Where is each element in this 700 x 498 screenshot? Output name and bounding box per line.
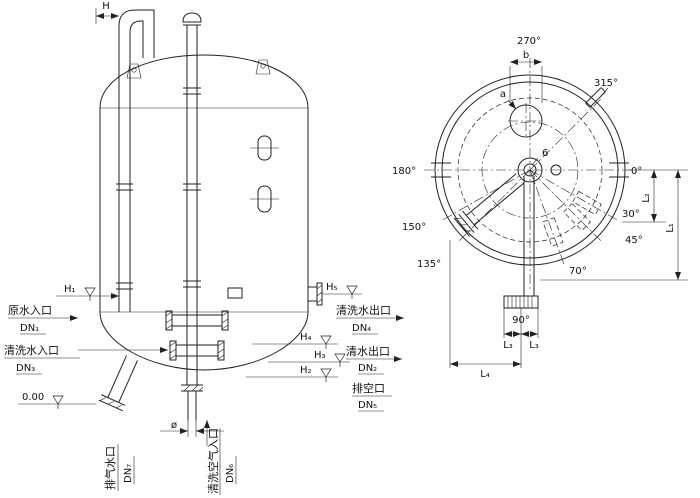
angle-70-label: 70° bbox=[569, 266, 587, 277]
lifting-lugs bbox=[126, 59, 271, 79]
level-zero: 0.00 bbox=[18, 392, 96, 410]
dim-l1-label: L₁ bbox=[665, 223, 676, 233]
angle-270-label: 270° bbox=[517, 36, 541, 47]
plan-view: b a 6 bbox=[392, 36, 688, 380]
vessel-shell bbox=[99, 54, 309, 371]
level-h3: H₃ bbox=[268, 350, 350, 368]
angle-180-label: 180° bbox=[392, 166, 416, 177]
level-h3-label: H₃ bbox=[314, 350, 326, 361]
dim-h-top: H bbox=[95, 1, 119, 24]
level-h4: H₄ bbox=[252, 332, 338, 350]
clean-water-outlet-callout: 清水出口 DN₂ bbox=[346, 344, 402, 375]
front-elevation-view: H H₁ 原水入口 DN₁ 清洗水入口 DN₃ H₅ 清洗水出口 bbox=[4, 1, 404, 495]
drain-callout: 排气水口 DN₇ bbox=[103, 444, 135, 491]
angle-0-label: 0° bbox=[631, 166, 642, 177]
angle-135-label: 135° bbox=[417, 259, 441, 270]
plan-centerlines bbox=[424, 58, 640, 292]
dim-l3: L₃ L₃ bbox=[503, 308, 539, 368]
dim-a: a bbox=[500, 89, 517, 110]
air-inlet-callout: 清洗空气入口 DN₆ bbox=[206, 428, 237, 495]
dim-b-label: b bbox=[523, 50, 529, 61]
vent-dn: DN₅ bbox=[358, 400, 377, 411]
level-h5: H₅ bbox=[322, 282, 362, 300]
handholes bbox=[250, 135, 279, 213]
wash-water-inlet-dn: DN₃ bbox=[16, 363, 35, 374]
bottom-manifold bbox=[165, 310, 229, 420]
dim-l3-left-label: L₃ bbox=[503, 340, 513, 351]
center-note-label: 6 bbox=[542, 148, 548, 159]
clean-water-outlet-dn: DN₂ bbox=[358, 363, 377, 374]
level-h1: H₁ bbox=[56, 284, 119, 302]
center-note: 6 bbox=[531, 148, 548, 166]
angle-45-label: 45° bbox=[625, 235, 643, 246]
angle-labels: 0° 30° 45° 70° 90° 135° 150° 180° 270° 3… bbox=[392, 36, 643, 326]
vent-label: 排空口 bbox=[352, 381, 385, 395]
dim-l4: L₄ bbox=[449, 240, 521, 380]
support-leg bbox=[98, 355, 138, 412]
manhole bbox=[508, 103, 544, 139]
level-h5-label: H₅ bbox=[326, 282, 338, 293]
level-zero-label: 0.00 bbox=[22, 392, 44, 403]
diameter-label: ø bbox=[171, 420, 177, 431]
diameter-dim: ø bbox=[160, 420, 224, 437]
nozzle-315 bbox=[585, 87, 609, 108]
riser-pipe bbox=[116, 9, 155, 312]
raw-water-inlet-label: 原水入口 bbox=[8, 304, 52, 317]
vent-callout: 排空口 DN₅ bbox=[352, 381, 392, 412]
wash-water-outlet-dn: DN₄ bbox=[352, 323, 371, 334]
air-inlet-label: 清洗空气入口 bbox=[206, 428, 220, 494]
level-h4-label: H₄ bbox=[300, 332, 312, 343]
small-nozzle-circle bbox=[550, 164, 562, 176]
rim-lugs bbox=[431, 162, 629, 178]
wash-water-inlet-label: 清洗水入口 bbox=[4, 344, 59, 357]
dim-l4-label: L₄ bbox=[480, 369, 490, 380]
level-h1-label: H₁ bbox=[64, 284, 76, 295]
level-h2-label: H₂ bbox=[300, 365, 312, 376]
angle-315-label: 315° bbox=[594, 78, 618, 89]
level-h2: H₂ bbox=[246, 365, 338, 383]
nameplate bbox=[227, 287, 243, 299]
drain-label: 排气水口 bbox=[103, 446, 117, 490]
wash-water-outlet-label: 清洗水出口 bbox=[336, 303, 391, 317]
angle-30-label: 30° bbox=[622, 209, 640, 220]
dim-l3-right-label: L₃ bbox=[529, 340, 539, 351]
wash-water-outlet-callout: 清洗水出口 DN₄ bbox=[336, 303, 404, 335]
wash-water-inlet-callout: 清洗水入口 DN₃ bbox=[4, 344, 168, 375]
raw-water-inlet-dn: DN₁ bbox=[20, 323, 39, 334]
center-pipe bbox=[182, 12, 202, 385]
raw-water-inlet-callout: 原水入口 DN₁ bbox=[8, 304, 78, 335]
plan-diagonal-pipe bbox=[453, 173, 525, 237]
hidden-nozzles bbox=[542, 190, 602, 247]
clean-water-outlet-label: 清水出口 bbox=[346, 344, 390, 358]
side-nozzle bbox=[308, 282, 323, 306]
dim-a-label: a bbox=[500, 89, 506, 100]
dim-l2-l1: L₂ L₁ bbox=[540, 169, 688, 281]
drain-dn: DN₇ bbox=[123, 464, 134, 483]
air-inlet-dn: DN₆ bbox=[225, 464, 236, 483]
dim-l2-label: L₂ bbox=[641, 193, 652, 203]
angle-150-label: 150° bbox=[402, 222, 426, 233]
dim-h-label: H bbox=[102, 1, 110, 12]
dim-b: b bbox=[509, 50, 543, 103]
